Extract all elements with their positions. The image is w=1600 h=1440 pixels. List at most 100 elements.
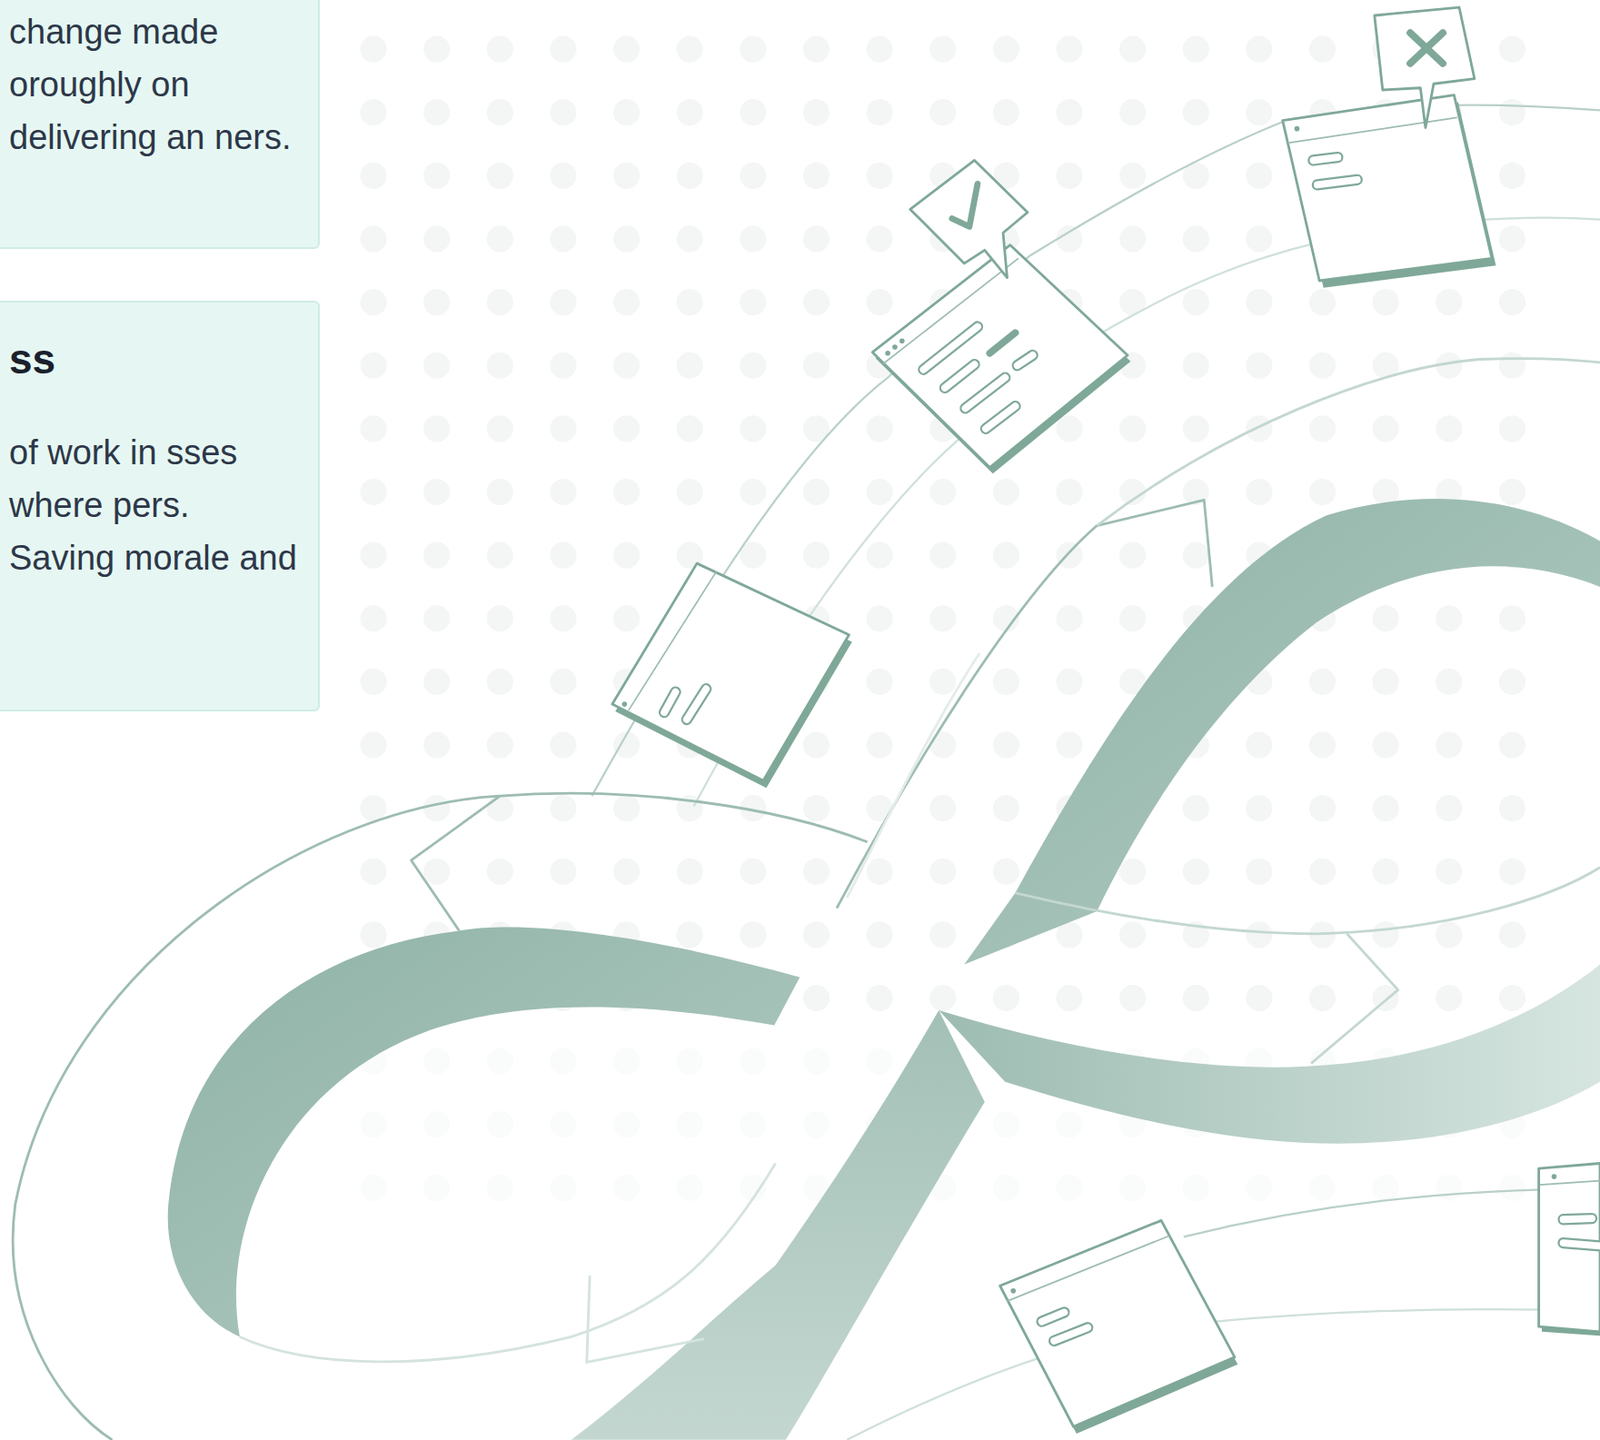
- dot-grid-part: [486, 731, 514, 758]
- dot-grid-part: [549, 858, 577, 885]
- dot-grid-part: [1499, 352, 1526, 379]
- dot-grid-part: [359, 352, 387, 379]
- dot-grid-part: [423, 415, 450, 442]
- dot-grid-part: [803, 288, 830, 316]
- dot-grid-part: [866, 858, 894, 885]
- dot-grid-part: [739, 225, 766, 252]
- dot-grid-part: [803, 35, 830, 62]
- dot-grid-part: [739, 921, 766, 948]
- dot-grid-part: [423, 731, 450, 758]
- dot-grid-part: [1309, 984, 1336, 1012]
- dot-grid-part: [739, 35, 766, 62]
- dot-grid-part: [676, 921, 704, 948]
- dot-grid-part: [1245, 225, 1273, 252]
- dot-grid-part: [676, 478, 704, 506]
- dot-grid-part: [1499, 731, 1526, 758]
- window-icons-part: [686, 688, 706, 720]
- dot-grid-part: [803, 478, 830, 506]
- dot-grid-part: [803, 542, 830, 569]
- window-icons-part: [1053, 1327, 1088, 1342]
- dot-grid-part: [1055, 478, 1083, 506]
- dot-grid-part: [1372, 731, 1400, 758]
- dot-grid-part: [486, 1174, 514, 1202]
- dot-grid-part: [549, 668, 577, 696]
- dot-grid-part: [549, 795, 577, 822]
- dot-grid-part: [1119, 288, 1146, 316]
- dot-grid-part: [993, 99, 1020, 126]
- dot-grid-part: [423, 478, 450, 506]
- dot-grid-part: [1499, 921, 1526, 948]
- dot-grid-part: [1435, 668, 1462, 696]
- window-icons-part: [1053, 1327, 1088, 1342]
- track-lines: [591, 105, 1600, 1440]
- dot-grid-part: [676, 858, 704, 885]
- dot-grid-part: [803, 1111, 830, 1138]
- window-icons-part: [1410, 32, 1443, 64]
- dot-grid-part: [423, 1174, 450, 1202]
- dot-grid-part: [993, 542, 1020, 569]
- dot-grid-part: [866, 605, 894, 632]
- dot-grid-part: [1435, 1174, 1462, 1202]
- dot-grid-part: [423, 668, 450, 696]
- dot-grid-part: [1119, 984, 1146, 1012]
- window-icons-part: [1563, 1218, 1600, 1246]
- infinity-ribbon-part: [411, 795, 501, 931]
- dot-grid-part: [1499, 668, 1526, 696]
- dot-grid-part: [993, 478, 1020, 506]
- dot-grid-part: [866, 415, 894, 442]
- window-icons-part: [1563, 1218, 1592, 1220]
- dot-grid-part: [549, 1174, 577, 1202]
- dot-grid-part: [1182, 542, 1210, 569]
- window-icons-part: [1282, 95, 1492, 281]
- dot-grid-part: [1309, 795, 1336, 822]
- dot-grid-part: [613, 352, 640, 379]
- dot-grid-part: [423, 352, 450, 379]
- dot-grid-part: [739, 1048, 766, 1075]
- dot-grid-part: [486, 288, 514, 316]
- window-icons-part: [1287, 117, 1457, 143]
- window-icons-part: [952, 183, 978, 227]
- dot-grid-part: [866, 478, 894, 506]
- infinity-ribbon-part: [168, 927, 802, 1338]
- dot-grid-part: [359, 921, 387, 948]
- dot-grid-part: [486, 1048, 514, 1075]
- dot-grid-part: [613, 35, 640, 62]
- dot-grid-part: [549, 1048, 577, 1075]
- dot-grid-part: [1119, 415, 1146, 442]
- dot-grid-part: [1245, 1174, 1273, 1202]
- track-lines-part: [846, 1309, 1600, 1440]
- window-icons: [612, 7, 1600, 1434]
- dot-grid-part: [1309, 478, 1336, 506]
- dot-grid-part: [993, 35, 1020, 62]
- dot-grid-part: [1499, 162, 1526, 189]
- window-icons-part: [1410, 32, 1443, 64]
- dot-grid-part: [359, 542, 387, 569]
- dot-grid-part: [1245, 415, 1273, 442]
- dot-grid-part: [1499, 605, 1526, 632]
- dot-grid-part: [929, 668, 956, 696]
- dot-grid-part: [359, 288, 387, 316]
- dot-grid-part: [359, 1174, 387, 1202]
- dot-grid-part: [676, 1111, 704, 1138]
- dot-grid-part: [1499, 478, 1526, 506]
- dot-grid-part: [359, 668, 387, 696]
- dot-grid-part: [359, 99, 387, 126]
- dot-grid-part: [1499, 288, 1526, 316]
- dot-grid-part: [1435, 984, 1462, 1012]
- dot-grid-part: [1435, 605, 1462, 632]
- dot-grid-part: [1182, 99, 1210, 126]
- window-icons-part: [899, 337, 905, 344]
- dot-grid-part: [486, 858, 514, 885]
- dot-grid-part: [866, 288, 894, 316]
- dot-grid-part: [1435, 858, 1462, 885]
- dot-grid-part: [359, 858, 387, 885]
- dot-grid-part: [1055, 415, 1083, 442]
- dot-grid-part: [1499, 35, 1526, 62]
- dot-grid-part: [549, 478, 577, 506]
- dot-grid-part: [1372, 415, 1400, 442]
- window-icons-part: [1000, 1220, 1235, 1427]
- dot-grid-part: [486, 795, 514, 822]
- dot-grid-part: [1499, 984, 1526, 1012]
- card-heading: ss: [9, 333, 302, 385]
- dot-grid-part: [1245, 288, 1273, 316]
